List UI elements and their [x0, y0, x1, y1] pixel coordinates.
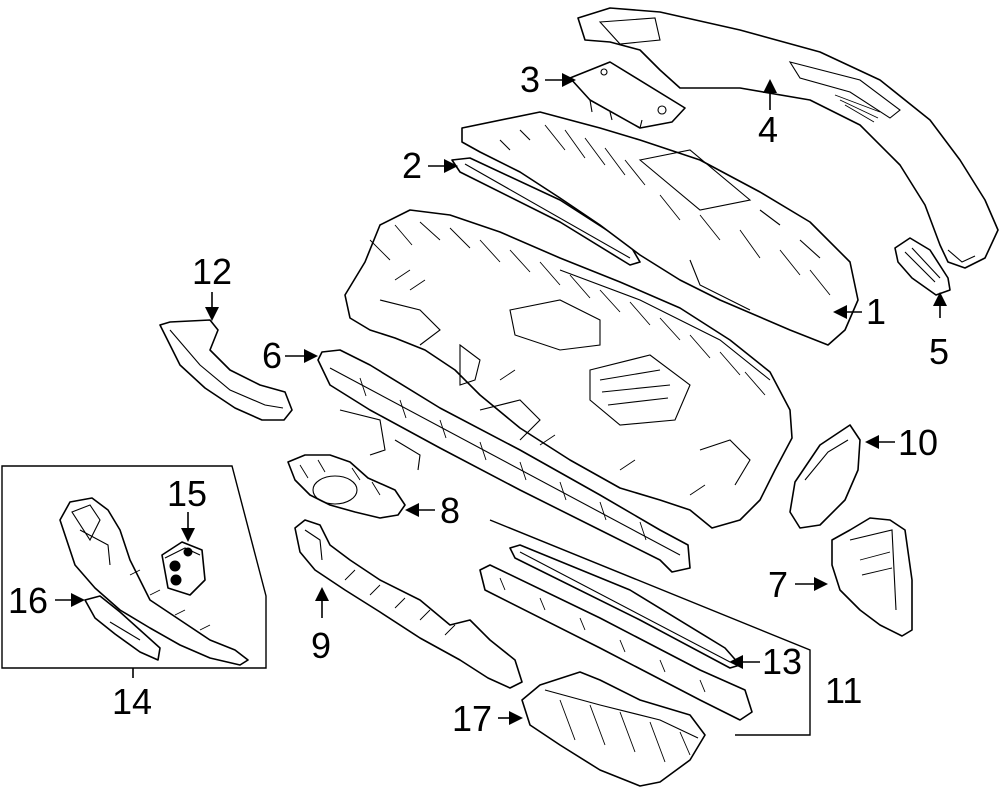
callout-17: 17 — [452, 698, 492, 739]
callout-leaders — [55, 73, 947, 725]
callout-12: 12 — [192, 251, 232, 292]
callout-16: 16 — [8, 580, 48, 621]
callout-5: 5 — [929, 331, 949, 372]
part-11-lower-trim-assembly — [479, 564, 753, 721]
callout-11-bracket — [489, 519, 811, 736]
callout-15: 15 — [167, 473, 207, 514]
part-16-small-trim — [84, 595, 161, 661]
inset-box-14 — [1, 465, 267, 669]
part-5-bracket — [894, 237, 951, 296]
callout-7: 7 — [768, 564, 788, 605]
part-6-cross-member — [317, 349, 691, 573]
part-12-side-trim — [159, 319, 293, 421]
callout-2: 2 — [402, 145, 422, 186]
callout-8: 8 — [440, 490, 460, 531]
callout-10: 10 — [898, 422, 938, 463]
callout-3: 3 — [520, 59, 540, 100]
part-15-switch-module — [161, 541, 206, 596]
part-10-airbag-cover — [789, 424, 861, 529]
part-9-knee-bolster — [294, 519, 523, 689]
part-7-side-panel — [831, 517, 913, 637]
part-8-column-cover — [287, 454, 406, 519]
part-1-instrument-panel — [461, 111, 859, 346]
part-14-bracket — [59, 497, 249, 666]
callout-13: 13 — [762, 641, 802, 682]
part-3-defroster-panel — [569, 61, 686, 129]
part-17-glove-box — [521, 671, 706, 787]
callout-9: 9 — [311, 625, 331, 666]
callout-1: 1 — [866, 291, 886, 332]
callout-4: 4 — [758, 109, 778, 150]
callout-6: 6 — [262, 335, 282, 376]
part-4-dash-top-cover — [577, 7, 999, 269]
callout-14: 14 — [112, 681, 152, 722]
main-dash-frame — [344, 209, 793, 529]
callout-11: 11 — [825, 670, 862, 711]
part-2-trim-strip — [451, 157, 641, 266]
